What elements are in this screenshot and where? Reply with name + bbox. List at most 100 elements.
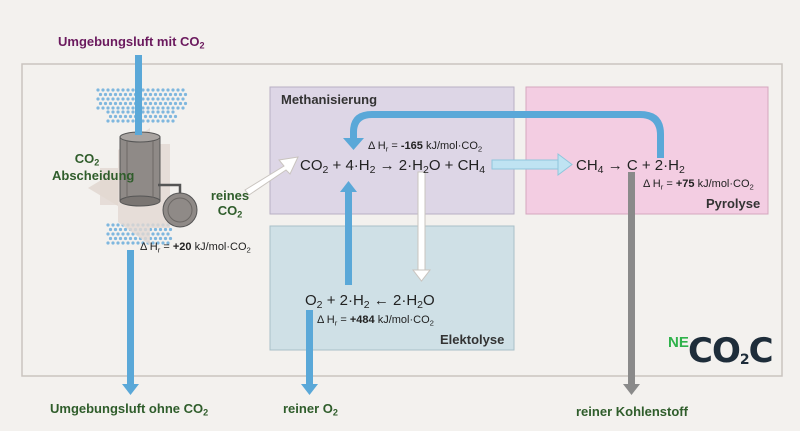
air-dot	[178, 101, 183, 106]
air-dot	[113, 227, 118, 232]
air-dot	[121, 110, 125, 114]
air-dot	[106, 119, 110, 123]
logo-wordmark: CO2C	[688, 331, 774, 371]
air-dot	[111, 88, 115, 92]
air-dot	[158, 92, 163, 97]
air-dot	[171, 88, 175, 92]
air-dot	[153, 114, 158, 119]
air-dot	[131, 106, 135, 110]
air-dot	[108, 92, 113, 97]
air-dot	[128, 114, 133, 119]
air-dot	[103, 92, 108, 97]
air-dot	[161, 110, 165, 114]
air-dot	[156, 241, 160, 245]
methanation-equation: CO2 + 4·H2 → 2·H2O + CH4	[300, 157, 486, 177]
air-dot	[116, 232, 120, 236]
air-dot	[183, 92, 188, 97]
intake-arrow	[135, 55, 142, 85]
air-dot	[151, 88, 155, 92]
air-dot	[126, 97, 130, 101]
air-dot	[153, 227, 158, 232]
air-dot	[118, 92, 123, 97]
air-dot	[126, 119, 130, 123]
air-dot	[163, 227, 168, 232]
air-dot	[133, 236, 138, 241]
air-dot	[111, 119, 115, 123]
air-dot	[96, 88, 100, 92]
air-dot	[168, 92, 173, 97]
air-dot	[118, 227, 123, 232]
exhaust-air-label: Umgebungsluft ohne CO2	[50, 401, 209, 418]
air-dot	[113, 101, 118, 106]
air-dot	[98, 101, 103, 106]
air-dot	[111, 223, 115, 227]
air-dot	[178, 92, 183, 97]
air-dot	[123, 101, 128, 106]
pyrolysis-title: Pyrolyse	[706, 196, 761, 211]
air-dot	[168, 101, 173, 106]
air-dot	[118, 101, 123, 106]
air-dot	[106, 241, 110, 245]
air-dot	[111, 106, 115, 110]
air-dot	[113, 236, 118, 241]
air-dot	[171, 110, 175, 114]
air-dot	[111, 110, 115, 114]
air-dot	[106, 106, 110, 110]
air-dot	[153, 236, 158, 241]
air-dot	[161, 119, 165, 123]
air-dot	[126, 241, 130, 245]
pure-co2-arrow	[244, 156, 299, 196]
air-dot	[183, 101, 188, 106]
blue-flows	[122, 55, 664, 395]
air-dot	[161, 232, 165, 236]
air-dot	[161, 241, 165, 245]
air-dot	[123, 114, 128, 119]
air-dot	[131, 110, 135, 114]
air-dot	[116, 88, 120, 92]
air-dot	[163, 114, 168, 119]
air-dot	[146, 110, 150, 114]
air-dot	[153, 101, 158, 106]
air-dot	[161, 97, 165, 101]
air-dot	[168, 227, 173, 232]
capture-title: CO2 Abscheidung	[52, 151, 135, 183]
air-dot	[118, 236, 123, 241]
air-dot	[176, 88, 180, 92]
air-dot	[156, 232, 160, 236]
air-dot	[126, 88, 130, 92]
capture-enthalpy: Δ Hr = +20 kJ/mol·CO2	[140, 241, 251, 255]
air-dot	[158, 114, 163, 119]
air-dot	[168, 236, 173, 241]
air-dot	[101, 88, 105, 92]
air-dot	[108, 114, 113, 119]
air-dot	[141, 110, 145, 114]
air-dot	[108, 227, 113, 232]
air-dot	[146, 97, 150, 101]
air-dot	[126, 232, 130, 236]
air-dot	[156, 97, 160, 101]
air-dot	[146, 106, 150, 110]
methane-arrow	[491, 153, 573, 176]
air-dot	[171, 119, 175, 123]
air-dot	[166, 232, 170, 236]
air-dot	[106, 97, 110, 101]
air-dot	[116, 119, 120, 123]
absorber-column	[119, 131, 161, 207]
air-dot	[106, 110, 110, 114]
air-dot	[168, 114, 173, 119]
air-dot	[158, 227, 163, 232]
air-dot	[128, 92, 133, 97]
air-dot	[143, 114, 148, 119]
air-dot	[171, 97, 175, 101]
air-dot	[158, 101, 163, 106]
air-dot	[121, 119, 125, 123]
air-dot	[101, 97, 105, 101]
air-dot	[111, 241, 115, 245]
air-dot	[116, 97, 120, 101]
air-dot	[151, 119, 155, 123]
air-dot	[166, 119, 170, 123]
air-dot	[163, 101, 168, 106]
air-dot	[141, 106, 145, 110]
intake-air-label: Umgebungsluft mit CO2	[58, 34, 205, 51]
